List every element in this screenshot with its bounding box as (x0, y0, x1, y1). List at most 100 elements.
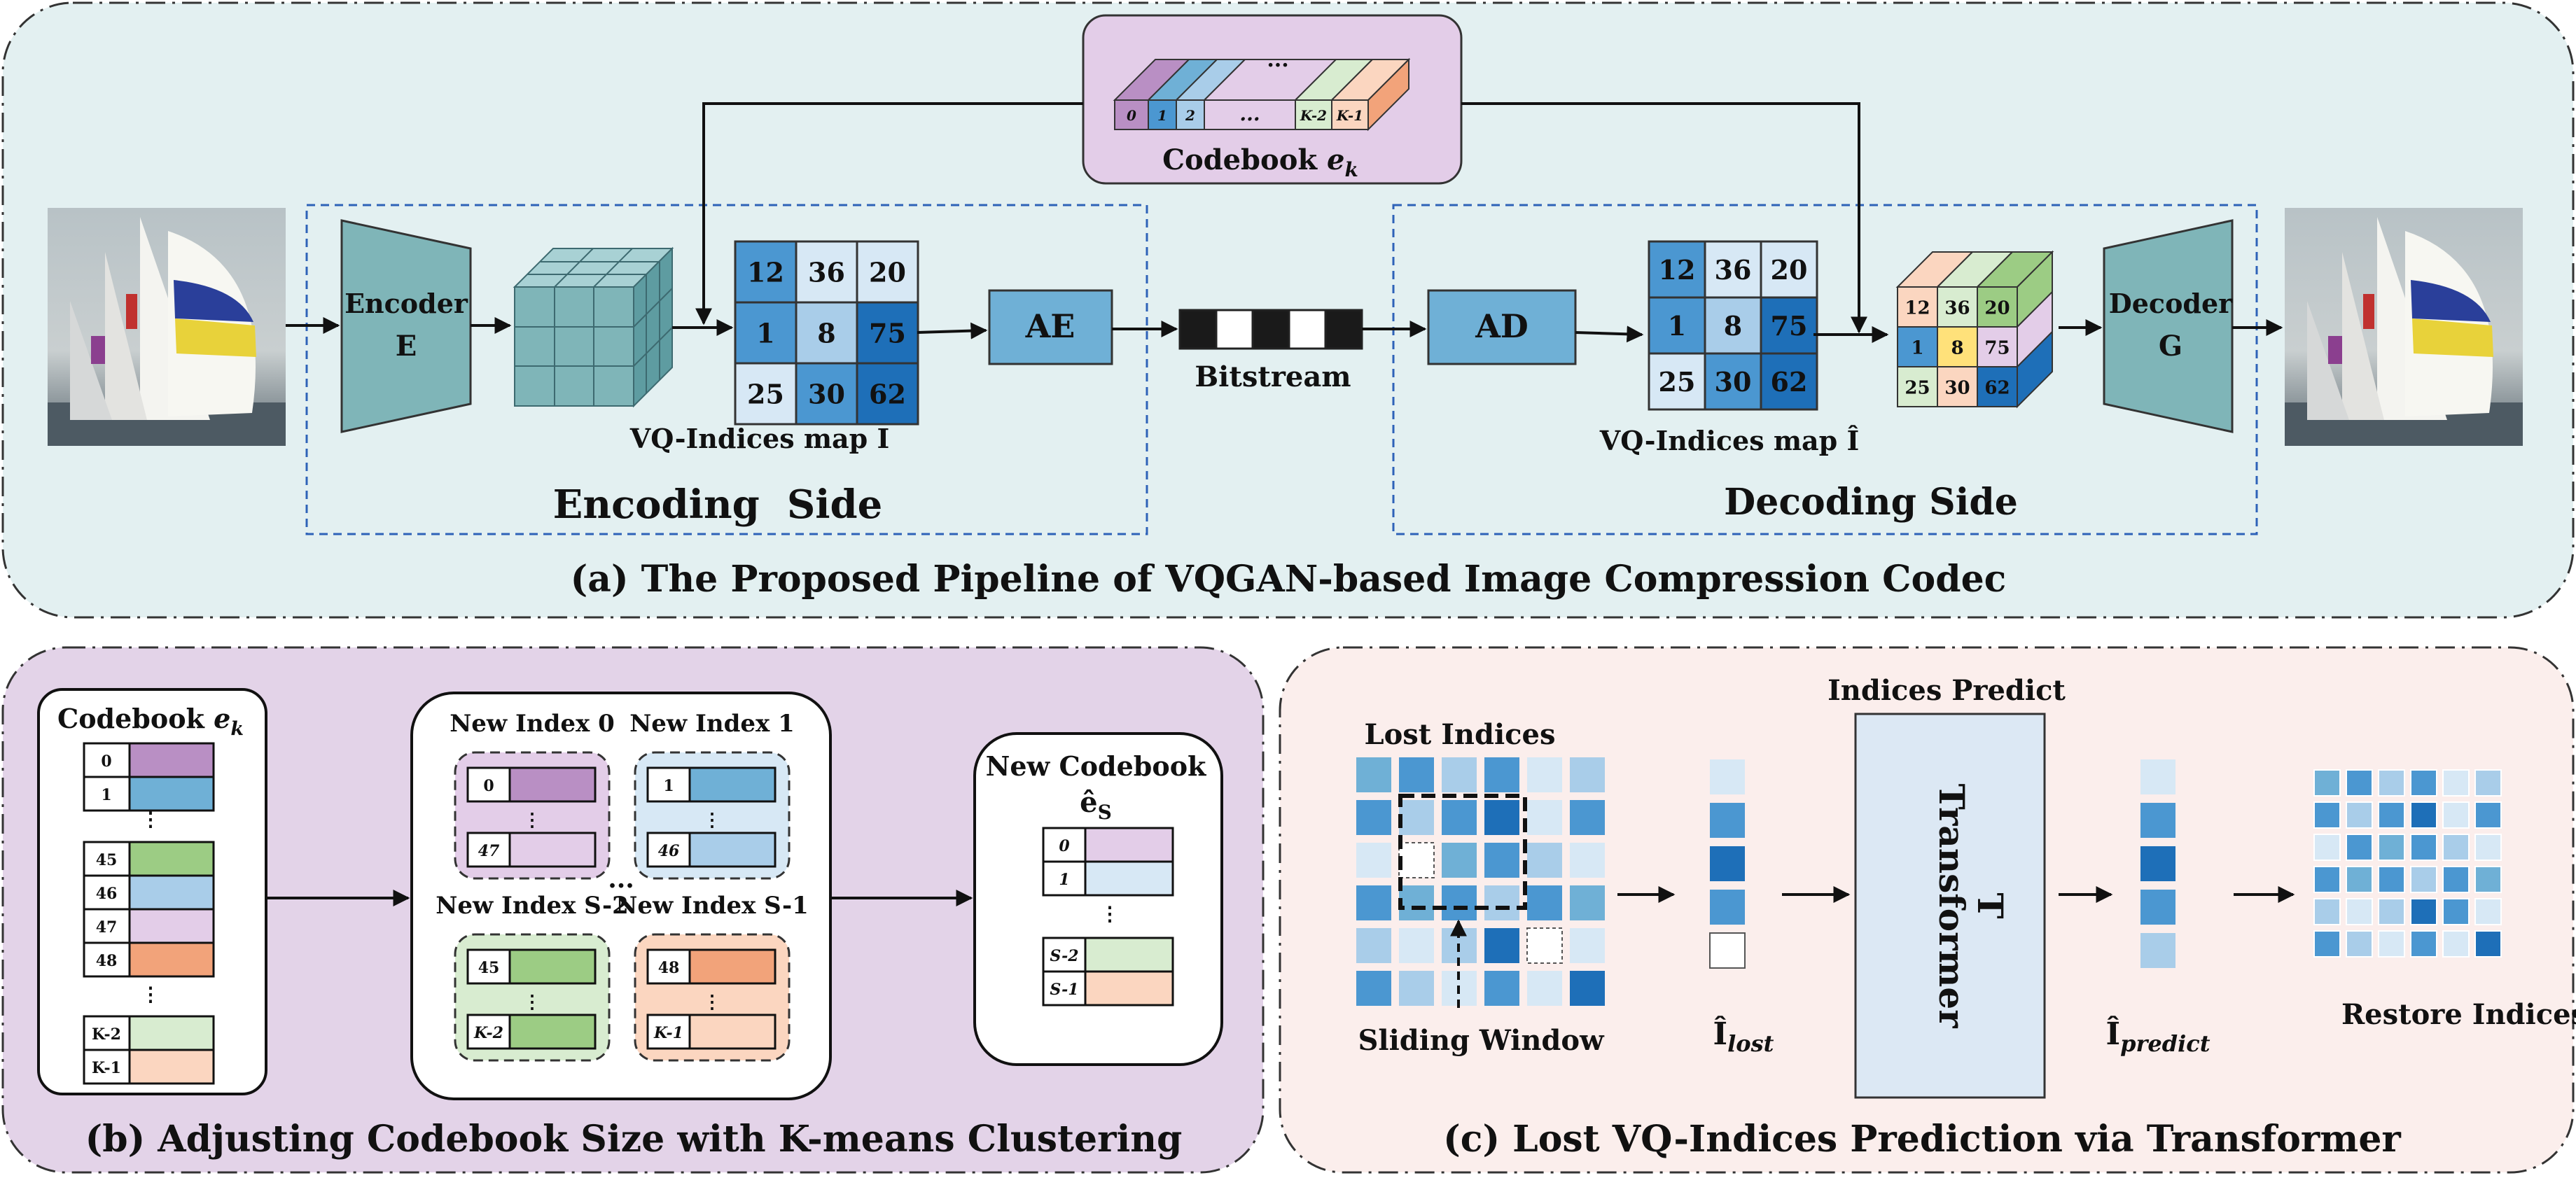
cube-front-cell (1937, 286, 1978, 328)
new-codebook-index: S-2 (1050, 947, 1078, 965)
grid-cell (1760, 240, 1818, 299)
arrow-ad-to-map (1575, 325, 1644, 343)
codebook-entry (1331, 99, 1369, 130)
token-cell (1709, 932, 1746, 969)
cluster-bottom-vector (508, 1014, 597, 1050)
codebook-dots: ⋮ (141, 983, 160, 1006)
codebook-to-encoder-line (695, 102, 1083, 325)
decoded-map-label: VQ-Indices map Î (1599, 425, 1860, 456)
index-cell (2313, 898, 2341, 925)
cluster-top-index: 1 (663, 777, 674, 795)
grid-cell-value: 20 (1771, 254, 1808, 286)
transformer-symbol: T (1970, 892, 2011, 918)
new-codebook-rows: 01⋮S-2S-1 (1042, 827, 1174, 1007)
grid-cell (856, 362, 919, 426)
codebook-entry (1295, 99, 1332, 130)
index-cell (1570, 885, 1605, 920)
token-cell (1710, 846, 1745, 881)
index-cell (1570, 800, 1605, 835)
index-cell (2378, 898, 2405, 925)
index-cell (1570, 971, 1605, 1006)
codebook-row-index: 47 (96, 918, 118, 937)
index-cell (1527, 800, 1562, 835)
cluster-bottom-index-cell (466, 832, 511, 868)
codebook-side-face (1367, 57, 1409, 132)
codebook-entry (1114, 99, 1149, 130)
cluster-top-index-cell (646, 766, 691, 803)
cube-front-cell (1977, 286, 2018, 328)
index-cell (1399, 928, 1434, 963)
index-cell (2442, 930, 2470, 958)
codebook-row-vector (128, 941, 215, 978)
sliding-window (1398, 794, 1527, 910)
encoder-block (340, 219, 472, 433)
cluster-top-vector (688, 766, 777, 803)
codebook-row-vector (128, 776, 215, 812)
index-cell (1484, 843, 1519, 878)
codebook-to-decoder-line (1461, 102, 1867, 334)
index-cell (2410, 930, 2437, 958)
bitstream-bar (1178, 309, 1363, 350)
index-cell (2474, 930, 2502, 958)
index-cell (1442, 757, 1477, 792)
cluster-group-title: New Index 0 (450, 710, 615, 738)
codebook-row-index-cell (83, 941, 131, 978)
codebook-entry-label: ... (1239, 102, 1260, 125)
index-cell (2410, 801, 2437, 829)
decoder-block (2103, 219, 2234, 433)
token-cell (2140, 759, 2175, 794)
index-cell (1399, 885, 1434, 920)
cluster-top-vector (508, 948, 597, 985)
codebook-row-index: 1 (101, 786, 111, 804)
grid-cell-value: 25 (1659, 366, 1696, 398)
codebook-row-index: 48 (96, 952, 118, 970)
cluster-bottom-vector (688, 1014, 777, 1050)
codebook-entry-label: 1 (1157, 107, 1167, 124)
i-predict-label: Îpredict (2106, 1015, 2211, 1057)
grid-cell-value: 8 (817, 318, 835, 349)
index-cell (1484, 928, 1519, 963)
token-cell (2140, 803, 2175, 838)
lost-indices-label: Lost Indices (1364, 718, 1555, 751)
codebook-row-index: 46 (96, 885, 118, 903)
grid-cell (1704, 240, 1762, 299)
index-cell (2410, 834, 2437, 861)
codebook-entry (1204, 99, 1296, 130)
index-cell (2410, 769, 2437, 797)
index-cell (2474, 866, 2502, 893)
index-cell (1570, 757, 1605, 792)
grid-cell-value: 25 (747, 379, 784, 410)
cube-front-value: 8 (1951, 338, 1963, 359)
index-cell (1484, 757, 1519, 792)
index-cell (1442, 885, 1477, 920)
grid-cell-value: 1 (1668, 310, 1686, 342)
index-cell (2313, 769, 2341, 797)
cube-front-cell (1897, 326, 1938, 367)
grid-cell-value: 75 (869, 318, 906, 349)
cluster-group-title: New Index 1 (629, 710, 795, 738)
index-cell (2346, 769, 2373, 797)
new-codebook-box (973, 732, 1223, 1066)
panel-a-caption: (a) The Proposed Pipeline of VQGAN-based… (571, 558, 2007, 601)
codebook-entry (1148, 99, 1177, 130)
index-cell (2474, 834, 2502, 861)
index-cell (1399, 800, 1434, 835)
new-codebook-index: 0 (1059, 837, 1070, 855)
cube-front-value: 20 (1984, 298, 2010, 319)
index-cell (2442, 801, 2470, 829)
index-cell (2346, 801, 2373, 829)
lost-indices-grid (1356, 757, 1605, 1006)
cluster-dots: ⋮ (523, 810, 541, 831)
codebook-row-vector (128, 742, 215, 778)
index-cell (1356, 757, 1391, 792)
decoder-symbol: G (2159, 330, 2182, 363)
codebook-row-vector (128, 1015, 215, 1051)
cluster-top-index: 0 (483, 777, 494, 795)
index-cell (2474, 769, 2502, 797)
